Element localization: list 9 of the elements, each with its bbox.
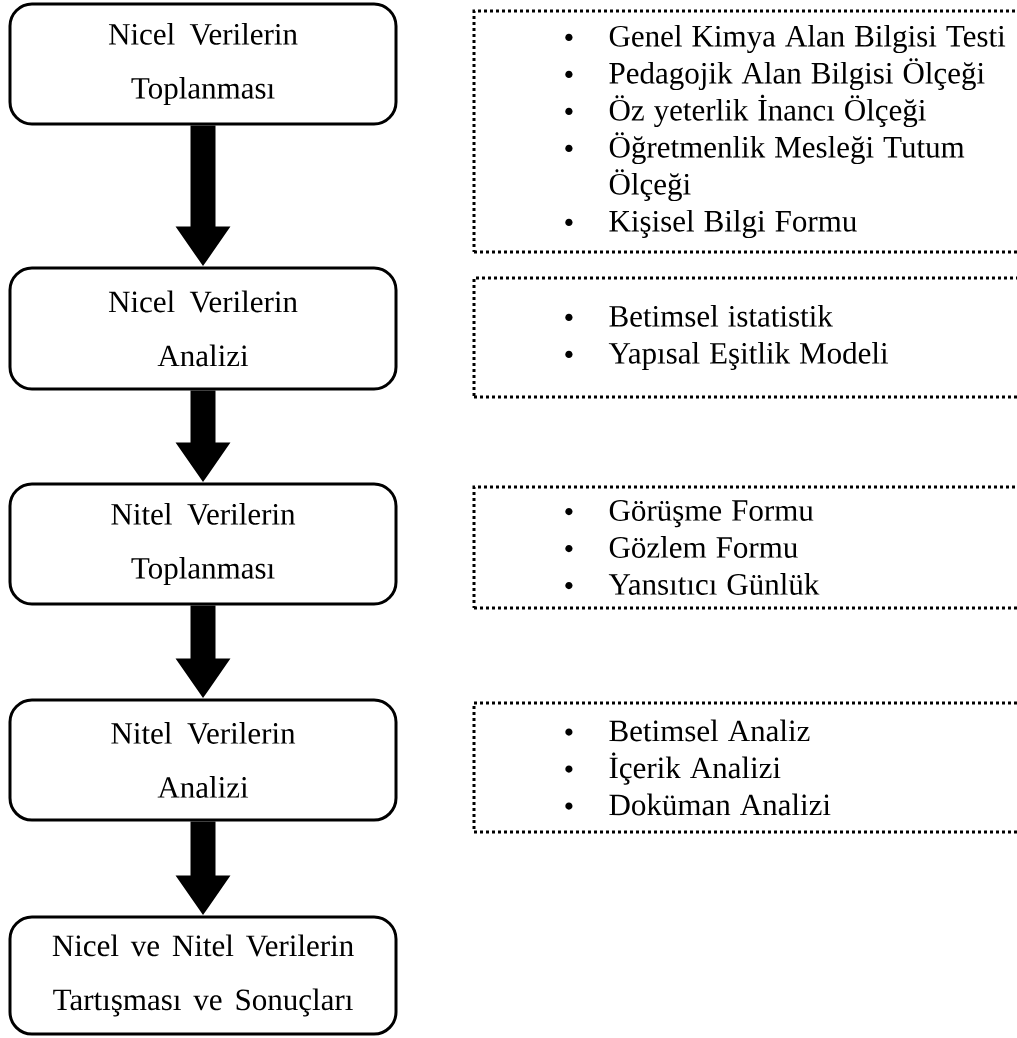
process-box: Nitel Verilerin Toplanması: [8, 482, 398, 606]
process-box: Nicel ve Nitel Verilerin Tartışması ve Sonuçları: [8, 915, 398, 1036]
bullet-list-box: Görüşme Formu Gözlem Formu Yansıtıcı Günlük: [472, 485, 1017, 610]
bullet-list-box: Genel Kimya Alan Bilgisi Testi Pedagojik Alan Bilgisi Ölçeği Öz yeterlik İnancı Ölçeği Öğretmenlik Mesleği Tutum Ölçeği Kişisel Bilgi Formu: [472, 9, 1017, 254]
bullet-list-box: Betimsel istatistik Yapısal Eşitlik Modeli: [472, 276, 1017, 399]
process-box: Nicel Verilerin Toplanması: [8, 2, 398, 126]
bullet-list-box: Betimsel Analiz İçerik Analizi Doküman Analizi: [472, 701, 1017, 834]
process-box: Nicel Verilerin Analizi: [8, 266, 398, 391]
process-box: Nitel Verilerin Analizi: [8, 698, 398, 822]
